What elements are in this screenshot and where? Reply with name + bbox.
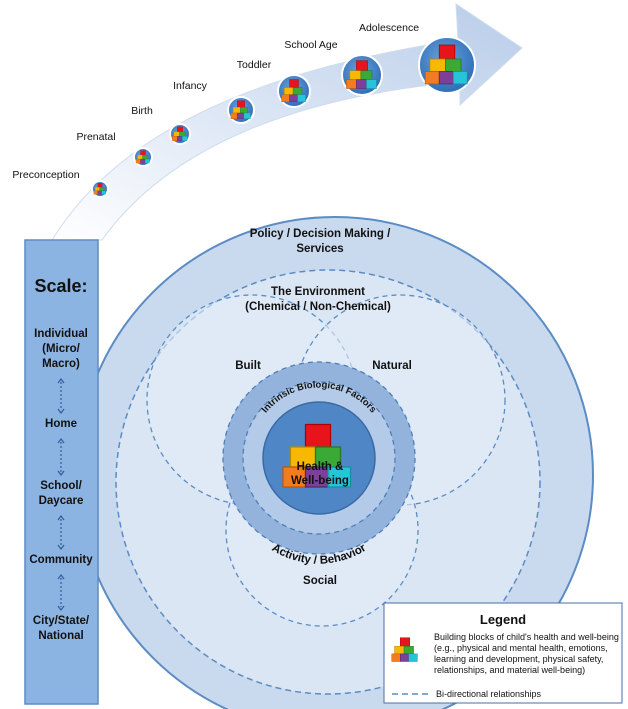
natural-label: Natural xyxy=(372,360,412,372)
stage-bubble-preconception xyxy=(91,180,109,198)
legend-blocks-text-4: relationships, and material well-being) xyxy=(434,665,585,675)
scale-level-individual-micro-macro-line3: Macro) xyxy=(42,358,80,370)
stage-bubble-infancy xyxy=(227,96,255,124)
legend-blocks-text-1: Building blocks of child's health and we… xyxy=(434,632,619,642)
stage-bubble-prenatal xyxy=(133,147,153,167)
scale-title: Scale: xyxy=(34,276,87,296)
legend: Legend Building blocks of child's health… xyxy=(383,602,623,704)
stage-label-adolescence: Adolescence xyxy=(359,22,419,34)
bidirectional-arrow-icon xyxy=(57,574,65,611)
scale-level-school-daycare-line1: School/ xyxy=(40,480,82,492)
scale-level-home-line1: Home xyxy=(45,418,77,430)
bidirectional-arrow-icon xyxy=(57,515,65,550)
scale-levels: Individual (Micro/Macro) HomeSchool/Daycar… xyxy=(29,328,93,642)
scale-level-school-daycare-line2: Daycare xyxy=(39,495,84,507)
scale-level-city-state-national-line2: National xyxy=(38,630,83,642)
scale-level-individual-micro-macro-line1: Individual xyxy=(34,328,88,340)
social-label: Social xyxy=(303,575,337,587)
stage-label-prenatal: Prenatal xyxy=(76,131,115,143)
environment-label-line2: (Chemical / Non-Chemical) xyxy=(245,301,391,313)
stage-label-preconception: Preconception xyxy=(12,169,79,181)
stage-label-birth: Birth xyxy=(131,105,153,117)
environment-label-line1: The Environment xyxy=(271,286,365,298)
stage-bubble-adolescence xyxy=(418,36,476,94)
stage-bubble-school-age xyxy=(341,54,383,96)
stage-label-infancy: Infancy xyxy=(173,80,208,92)
stage-bubble-birth xyxy=(169,123,191,145)
stage-label-school-age: School Age xyxy=(284,39,337,51)
legend-blocks-text-3: learning and development, physical safet… xyxy=(434,654,603,664)
policy-label-line1: Policy / Decision Making / xyxy=(250,228,391,240)
stage-label-toddler: Toddler xyxy=(237,59,272,71)
bidirectional-arrow-icon xyxy=(57,438,65,476)
legend-box xyxy=(383,602,623,704)
legend-blocks-text-2: (e.g., physical and mental health, emoti… xyxy=(434,643,608,653)
policy-label-line2: Services xyxy=(296,243,343,255)
legend-title: Legend xyxy=(480,612,526,627)
scale-level-individual-micro-macro-line2: (Micro/ xyxy=(42,343,81,355)
scale-level-community-line1: Community xyxy=(29,554,93,566)
legend-line-text: Bi-directional relationships xyxy=(436,689,542,699)
center-label-line2: Well-being xyxy=(291,475,349,487)
center-label-line1: Health & xyxy=(297,461,344,473)
timeline-arrow xyxy=(51,3,523,241)
built-label: Built xyxy=(235,360,261,372)
stage-bubble-toddler xyxy=(277,74,311,108)
scale-level-city-state-national-line1: City/State/ xyxy=(33,615,90,627)
bidirectional-arrow-icon xyxy=(57,378,65,414)
life-stage-timeline xyxy=(51,3,523,241)
